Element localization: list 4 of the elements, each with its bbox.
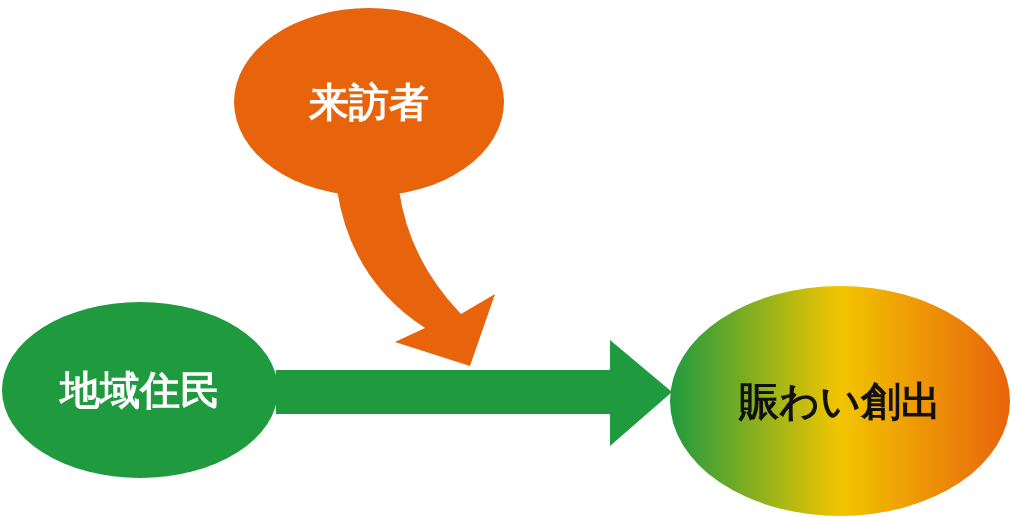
node-label: 地域住民 (60, 365, 220, 415)
node-label: 賑わい創出 (739, 376, 941, 426)
node-label: 来訪者 (309, 77, 429, 127)
arrow (276, 340, 672, 446)
